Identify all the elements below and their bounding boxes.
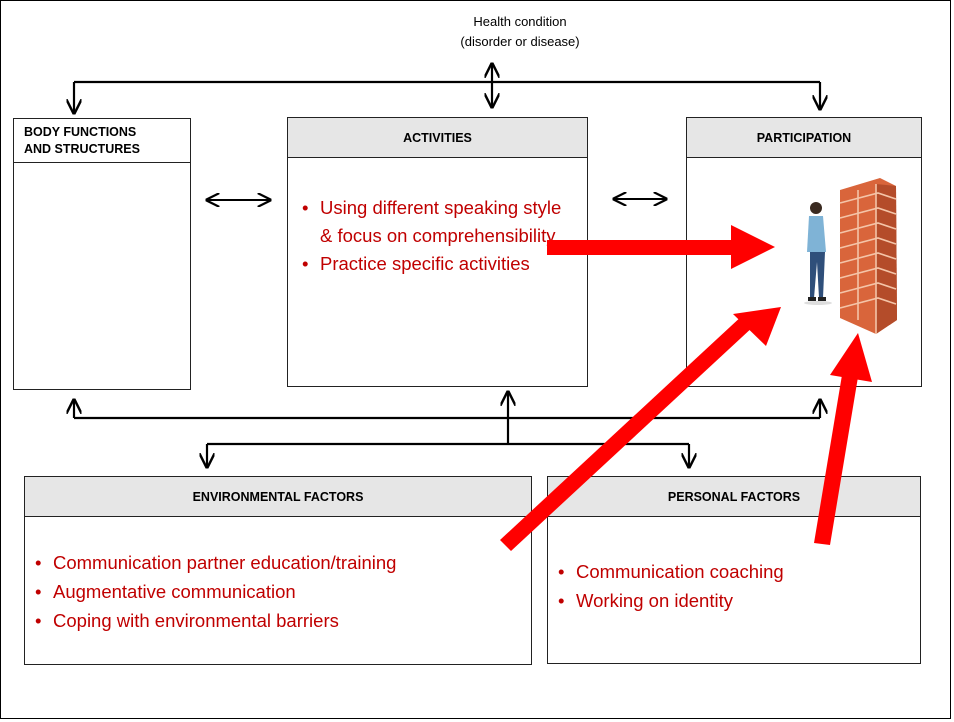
top-connector [74,64,820,113]
activities-item: Practice specific activities [302,250,572,278]
bottom-connector [74,392,820,467]
body-functions-header: BODY FUNCTIONS AND STRUCTURES [14,119,190,163]
body-functions-box: BODY FUNCTIONS AND STRUCTURES [13,118,191,390]
participation-title: PARTICIPATION [756,130,852,145]
activities-box: ACTIVITIES Using different speaking styl… [287,117,588,387]
health-condition-label: Health condition (disorder or disease) [440,12,600,52]
personal-to-participation-red-arrow [814,333,872,545]
personal-factors-list: Communication coaching Working on identi… [558,557,908,615]
environmental-factors-title: ENVIRONMENTAL FACTORS [192,489,364,504]
participation-header: PARTICIPATION [687,118,921,158]
personal-item: Communication coaching [558,557,908,586]
activities-title: ACTIVITIES [403,130,472,145]
health-condition-title: Health condition [473,14,567,29]
brick-wall-illustration [839,178,897,334]
health-condition-subtitle: (disorder or disease) [460,34,580,49]
environmental-factors-header: ENVIRONMENTAL FACTORS [25,477,531,517]
body-functions-title-line1: BODY FUNCTIONS [24,125,137,139]
activities-list: Using different speaking style & focus o… [302,194,572,278]
environmental-item: Coping with environmental barriers [35,606,525,635]
personal-factors-header: PERSONAL FACTORS [548,477,920,517]
body-functions-title-line2: AND STRUCTURES [24,142,140,156]
environmental-to-participation-red-arrow [500,307,781,551]
activities-header: ACTIVITIES [288,118,587,158]
personal-item: Working on identity [558,586,908,615]
activities-item: Using different speaking style & focus o… [302,194,572,250]
activities-to-participation-red-arrow [547,225,775,269]
person-illustration [804,202,832,305]
environmental-item: Augmentative communication [35,577,525,606]
red-arrows [500,225,872,551]
personal-factors-title: PERSONAL FACTORS [667,489,801,504]
personal-factors-box: PERSONAL FACTORS Communication coaching … [547,476,921,664]
environmental-factors-box: ENVIRONMENTAL FACTORS Communication part… [24,476,532,665]
environmental-item: Communication partner education/training [35,548,525,577]
environmental-factors-list: Communication partner education/training… [35,548,525,635]
